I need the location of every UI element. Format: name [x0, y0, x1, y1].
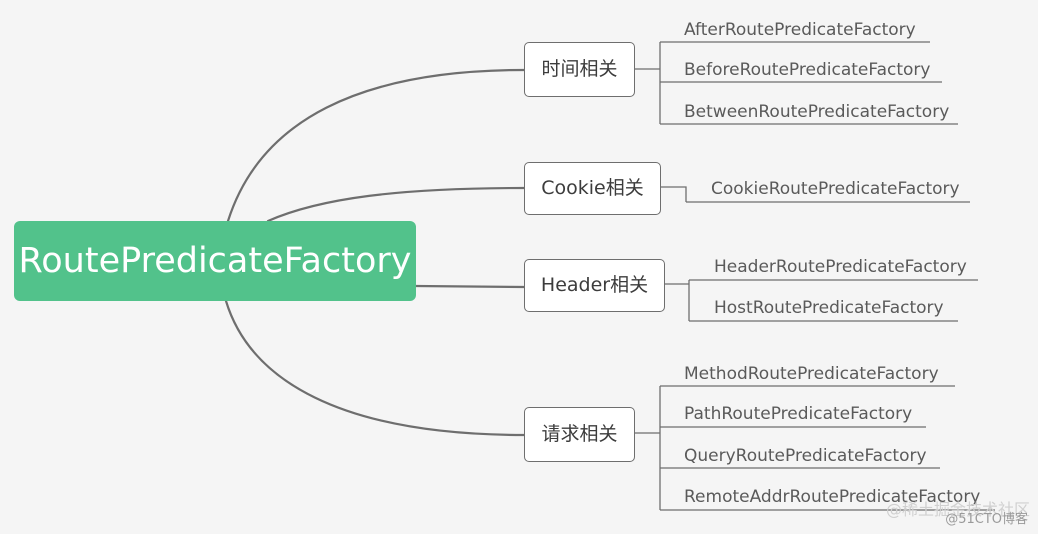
branch-node-header[interactable]: Header相关 [524, 259, 665, 312]
leaf-after[interactable]: AfterRoutePredicateFactory [684, 20, 916, 40]
leaf-query[interactable]: QueryRoutePredicateFactory [684, 446, 927, 466]
connector-root-branch-1 [226, 68, 526, 223]
leaf-before[interactable]: BeforeRoutePredicateFactory [684, 60, 931, 80]
leaf-remoteaddr[interactable]: RemoteAddrRoutePredicateFactory [684, 487, 981, 507]
branch-node-request[interactable]: 请求相关 [524, 407, 635, 462]
root-node[interactable]: RoutePredicateFactory [14, 221, 416, 301]
connector-root-branch-4 [224, 299, 526, 437]
leaf-path[interactable]: PathRoutePredicateFactory [684, 404, 913, 424]
connector-root-branch-3 [414, 284, 526, 289]
connector-root-branch-2 [266, 186, 526, 223]
connector-branch-2-stem [661, 186, 687, 202]
leaf-method[interactable]: MethodRoutePredicateFactory [684, 364, 939, 384]
leaf-host[interactable]: HostRoutePredicateFactory [714, 298, 944, 318]
leaf-header[interactable]: HeaderRoutePredicateFactory [714, 257, 967, 277]
watermark-sub: @51CTO博客 [945, 512, 1028, 527]
branch-node-time[interactable]: 时间相关 [524, 42, 635, 97]
watermark: @稀土掘金技术社区 [885, 500, 1030, 519]
branch-node-cookie[interactable]: Cookie相关 [524, 162, 661, 215]
leaf-between[interactable]: BetweenRoutePredicateFactory [684, 102, 950, 122]
leaf-cookie[interactable]: CookieRoutePredicateFactory [711, 179, 960, 199]
